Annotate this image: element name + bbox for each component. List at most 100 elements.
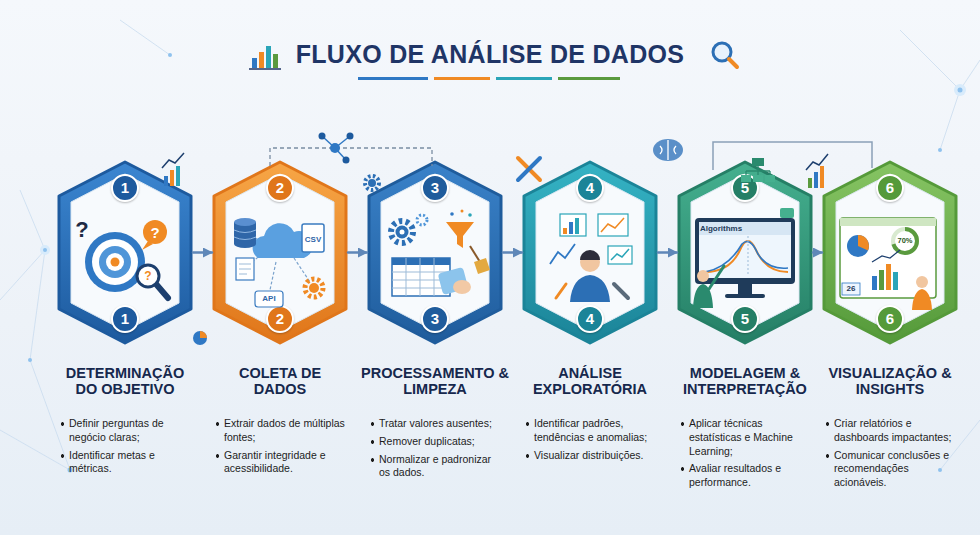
step-heading: MODELAGEM & INTERPRETAÇÃO bbox=[670, 365, 820, 397]
hexagon-step: VISUALIZAÇÃO & INSIGHTSCriar relatórios … bbox=[822, 160, 958, 345]
hexagon-border bbox=[59, 162, 191, 343]
network-icon-node bbox=[319, 133, 326, 140]
tool-icon bbox=[518, 158, 540, 180]
chart-icon-bar bbox=[176, 166, 180, 186]
step-bullet: Identificar metas e métricas. bbox=[60, 449, 193, 476]
hexagon-step: PROCESSAMENTO & LIMPEZATratar valores au… bbox=[367, 160, 503, 345]
chart-icon-bar bbox=[820, 166, 824, 188]
pie-icon bbox=[193, 331, 207, 345]
chart-icon-bar bbox=[808, 178, 812, 188]
step-heading: PROCESSAMENTO & LIMPEZA bbox=[360, 365, 510, 397]
flow-arrow bbox=[193, 251, 212, 254]
network-line bbox=[120, 20, 170, 55]
chart-icon-line bbox=[162, 153, 184, 168]
step-number-badge: 4 bbox=[576, 305, 604, 333]
step-text: PROCESSAMENTO & LIMPEZA Tratar valores au… bbox=[360, 365, 510, 484]
flow-arrow bbox=[348, 251, 367, 254]
step-number-badge: 1 bbox=[111, 305, 139, 333]
chart-icon-bar bbox=[814, 172, 818, 188]
title-chart-bar bbox=[273, 54, 278, 68]
step-number-badge: 5 bbox=[731, 174, 759, 202]
hexagon-step: COLETA DE DADOSExtrair dados de múltipla… bbox=[212, 160, 348, 345]
title-underline bbox=[358, 77, 428, 80]
dashed-link bbox=[270, 148, 432, 166]
step-number-badge: 6 bbox=[876, 174, 904, 202]
network-icon-line bbox=[335, 148, 346, 160]
step-bullet: Aplicar técnicas estatísticas e Machine … bbox=[680, 417, 813, 458]
hexagon-step: MODELAGEM & INTERPRETAÇÃOAplicar técnica… bbox=[677, 160, 813, 345]
network-dot bbox=[938, 148, 942, 152]
step-bullet: Criar relatórios e dashboards impactante… bbox=[825, 417, 958, 444]
step-heading: COLETA DE DADOS bbox=[225, 365, 335, 397]
step-bullet: Remover duplicatas; bbox=[370, 435, 503, 449]
network-line bbox=[940, 90, 960, 150]
step-number-badge: 3 bbox=[421, 174, 449, 202]
flow-arrow bbox=[658, 251, 677, 254]
illustration-label: 70% bbox=[897, 237, 912, 245]
flow-arrow bbox=[503, 251, 522, 254]
step-bullet: Comunicar conclusões e recomendações aci… bbox=[825, 449, 958, 490]
network-dot bbox=[958, 88, 963, 93]
network-icon-line bbox=[322, 136, 335, 148]
network-dot bbox=[168, 53, 172, 57]
hexagon-step: ANÁLISE EXPLORATÓRIAIdentificar padrões,… bbox=[522, 160, 658, 345]
chart-icon-line bbox=[806, 154, 828, 170]
network-dot bbox=[28, 358, 32, 362]
network-glow bbox=[40, 245, 50, 255]
step-number-badge: 2 bbox=[266, 174, 294, 202]
hexagon-border bbox=[214, 162, 346, 343]
title-underline bbox=[434, 77, 490, 80]
hexagon-border bbox=[524, 162, 656, 343]
step-bullet: Avaliar resultados e performance. bbox=[680, 462, 813, 489]
pie-icon-slice bbox=[200, 331, 207, 338]
step-bullet: Identificar padrões, tendências e anomal… bbox=[525, 417, 658, 444]
step-text: COLETA DE DADOS Extrair dados de múltipla… bbox=[205, 365, 355, 480]
diagram-title: FLUXO DE ANÁLISE DE DADOS bbox=[0, 40, 980, 69]
tool-icon bbox=[518, 158, 540, 180]
title-chart-bar bbox=[266, 46, 271, 68]
step-heading: VISUALIZAÇÃO & INSIGHTS bbox=[823, 365, 958, 397]
step-text: VISUALIZAÇÃO & INSIGHTS Criar relatórios … bbox=[815, 365, 965, 494]
illustration-label: CSV bbox=[305, 236, 321, 244]
gear-icon bbox=[365, 176, 379, 190]
network-icon-node bbox=[343, 157, 350, 164]
step-bullet: Definir perguntas de negócio claras; bbox=[60, 417, 193, 444]
hexagon-step: DETERMINAÇÃO DO OBJETIVODefinir pergunta… bbox=[57, 160, 193, 345]
hexagon-border bbox=[369, 162, 501, 343]
illustration-label: Algorithms bbox=[700, 225, 742, 233]
step-heading: ANÁLISE EXPLORATÓRIA bbox=[520, 365, 660, 397]
title-chart-bar bbox=[259, 52, 264, 68]
hexagon-border bbox=[824, 162, 956, 343]
step-text: ANÁLISE EXPLORATÓRIA Identificar padrões,… bbox=[515, 365, 665, 466]
illustration-label: API bbox=[262, 295, 275, 303]
network-dot bbox=[43, 248, 47, 252]
title-underline bbox=[558, 77, 620, 80]
step-bullet: Tratar valores ausentes; bbox=[370, 417, 503, 431]
network-line bbox=[20, 190, 45, 250]
gear-icon-hub bbox=[368, 179, 376, 187]
step-text: MODELAGEM & INTERPRETAÇÃO Aplicar técnica… bbox=[670, 365, 820, 494]
network-line bbox=[900, 30, 960, 90]
title-magnifier bbox=[713, 43, 731, 61]
step-number-badge: 1 bbox=[111, 174, 139, 202]
brain-icon bbox=[653, 139, 683, 161]
step-bullet: Visualizar distribuições. bbox=[525, 449, 658, 463]
network-line bbox=[0, 250, 45, 300]
title-chart-bar bbox=[252, 58, 257, 68]
network-icon-node bbox=[330, 143, 340, 153]
illustration-label: ? bbox=[75, 219, 88, 241]
illustration-label: 26 bbox=[847, 285, 856, 293]
step-number-badge: 2 bbox=[266, 305, 294, 333]
step-bullet: Normalizar e padronizar os dados. bbox=[370, 453, 503, 480]
brain-icon-folds bbox=[660, 140, 676, 160]
network-icon-line bbox=[335, 136, 350, 148]
chart-icon-bar bbox=[170, 170, 174, 186]
step-bullet: Garantir integridade e acessibilidade. bbox=[215, 449, 348, 476]
step-bullet: Extrair dados de múltiplas fontes; bbox=[215, 417, 348, 444]
step-number-badge: 6 bbox=[876, 305, 904, 333]
step-number-badge: 4 bbox=[576, 174, 604, 202]
step-number-badge: 3 bbox=[421, 305, 449, 333]
title-magnifier-handle bbox=[729, 59, 737, 67]
network-glow bbox=[954, 84, 966, 96]
